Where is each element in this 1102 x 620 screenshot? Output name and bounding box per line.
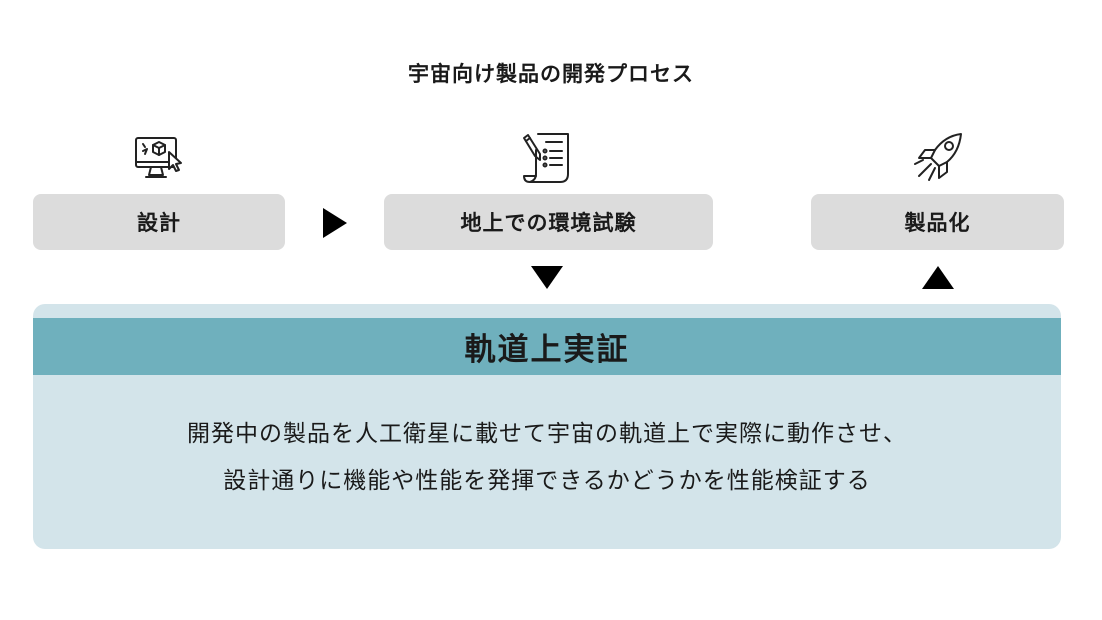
panel-heading: 軌道上実証 [33, 318, 1061, 375]
arrow-right-icon [323, 208, 347, 238]
step-ground-testing: 地上での環境試験 [384, 194, 713, 250]
step-productization: 製品化 [811, 194, 1064, 250]
step-design-label: 設計 [137, 211, 181, 235]
checklist-icon [518, 130, 578, 186]
arrow-up-icon [922, 266, 954, 289]
diagram-title: 宇宙向け製品の開発プロセス [408, 62, 694, 86]
computer-design-icon [129, 132, 189, 188]
panel-description-line-1: 開発中の製品を人工衛星に載せて宇宙の軌道上で実際に動作させ、 [187, 421, 907, 447]
step-design: 設計 [33, 194, 285, 250]
panel-description-line-2: 設計通りに機能や性能を発揮できるかどうかを性能検証する [223, 468, 871, 494]
step-ground-testing-label: 地上での環境試験 [460, 211, 637, 235]
arrow-down-icon [531, 266, 563, 289]
in-orbit-demonstration-panel: 軌道上実証 開発中の製品を人工衛星に載せて宇宙の軌道上で実際に動作させ、 設計通… [33, 304, 1061, 549]
step-productization-label: 製品化 [904, 211, 971, 235]
rocket-icon [909, 130, 969, 186]
